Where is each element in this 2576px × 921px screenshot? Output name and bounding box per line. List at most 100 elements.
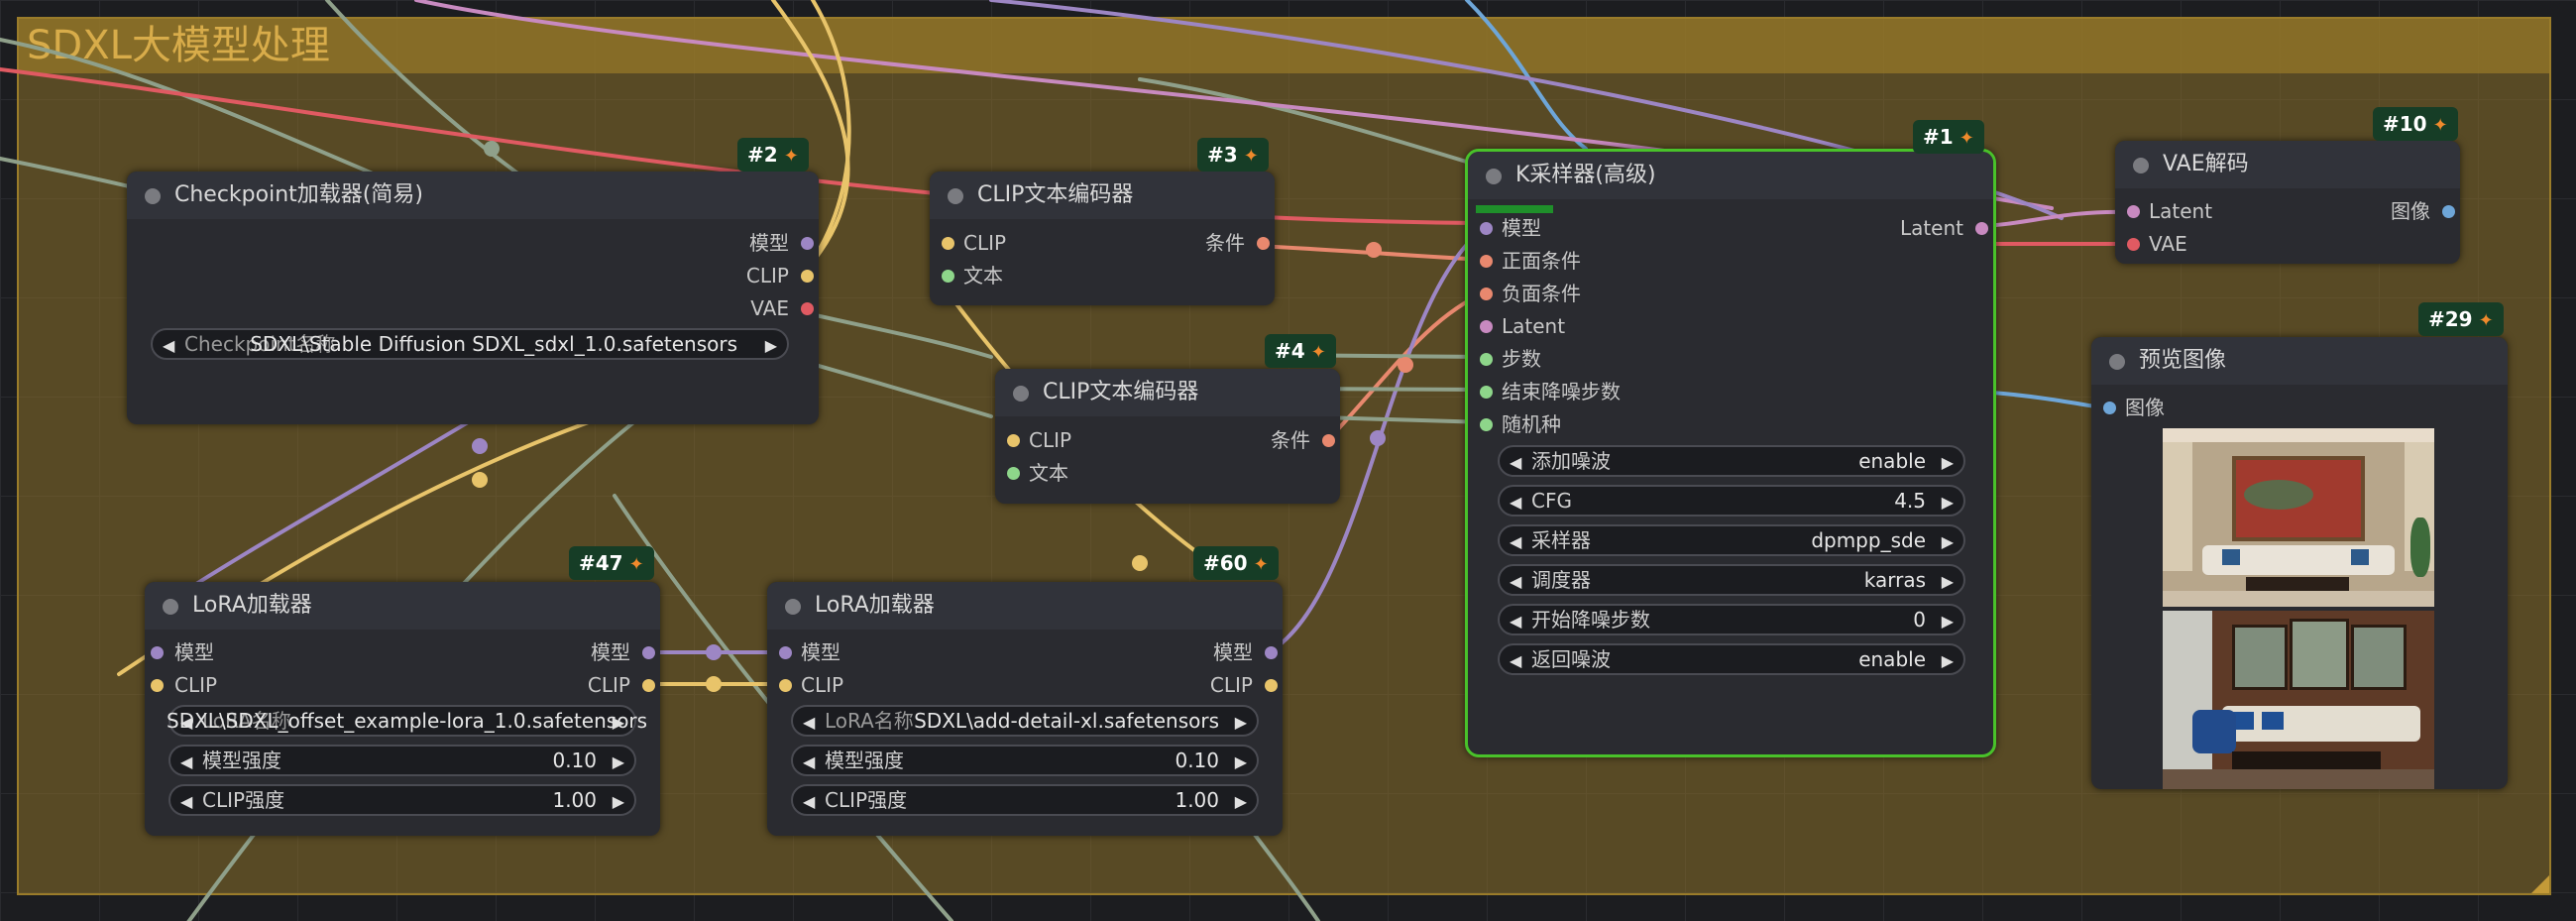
input-clip[interactable]: CLIP — [930, 228, 1006, 258]
input-model[interactable]: 模型 — [1468, 213, 1541, 243]
slot-dot-icon[interactable] — [2127, 238, 2140, 251]
node-header[interactable]: K采样器(高级) — [1468, 152, 1993, 199]
triangle-left-icon[interactable]: ◀ — [803, 792, 816, 811]
slot-dot-icon[interactable] — [1975, 222, 1988, 235]
slot-dot-icon[interactable] — [801, 302, 814, 315]
ksampler-advanced-node[interactable]: K采样器(高级) 模型 正面条件 负面条件 Latent 步数 结束降噪步数 随… — [1465, 149, 1996, 757]
slot-dot-icon[interactable] — [801, 270, 814, 283]
triangle-right-icon[interactable]: ▶ — [612, 713, 624, 732]
preview-image-2[interactable] — [2163, 611, 2434, 789]
slot-dot-icon[interactable] — [1007, 434, 1020, 447]
node-header[interactable]: CLIP文本编码器 — [995, 369, 1340, 416]
collapse-dot-icon[interactable] — [2109, 354, 2125, 370]
collapse-dot-icon[interactable] — [1013, 386, 1029, 402]
clip-strength-widget[interactable]: ◀ CLIP强度 1.00 ▶ — [791, 784, 1259, 816]
collapse-dot-icon[interactable] — [785, 599, 801, 615]
triangle-right-icon[interactable]: ▶ — [612, 752, 624, 771]
collapse-dot-icon[interactable] — [1486, 169, 1502, 184]
lora-loader-node-47[interactable]: LoRA加载器 模型 CLIP 模型 CLIP ◀ LoRA名称 SDXL\SD… — [145, 582, 660, 836]
model-strength-widget[interactable]: ◀ 模型强度 0.10 ▶ — [168, 745, 636, 776]
slot-dot-icon[interactable] — [642, 679, 655, 692]
slot-dot-icon[interactable] — [942, 237, 954, 250]
slot-dot-icon[interactable] — [1480, 255, 1493, 268]
input-latent[interactable]: Latent — [2115, 196, 2212, 226]
triangle-left-icon[interactable]: ◀ — [1510, 493, 1522, 512]
input-end-step[interactable]: 结束降噪步数 — [1468, 377, 1621, 406]
clip-strength-widget[interactable]: ◀ CLIP强度 1.00 ▶ — [168, 784, 636, 816]
triangle-left-icon[interactable]: ◀ — [1510, 651, 1522, 670]
node-header[interactable]: CLIP文本编码器 — [930, 172, 1275, 219]
clip-text-encoder-node-1[interactable]: CLIP文本编码器 CLIP 文本 条件 — [930, 172, 1275, 305]
collapse-dot-icon[interactable] — [948, 188, 963, 204]
input-model[interactable]: 模型 — [767, 637, 840, 667]
triangle-right-icon[interactable]: ▶ — [1234, 713, 1247, 732]
triangle-right-icon[interactable]: ▶ — [764, 336, 777, 355]
input-clip[interactable]: CLIP — [767, 670, 843, 700]
triangle-right-icon[interactable]: ▶ — [1941, 493, 1954, 512]
output-clip[interactable]: CLIP — [746, 261, 819, 290]
node-header[interactable]: LoRA加载器 — [767, 582, 1283, 630]
input-clip[interactable]: CLIP — [145, 670, 217, 700]
ckpt-name-combo[interactable]: ◀ Checkpoint名称 SDXL\Stable Diffusion SDX… — [151, 328, 789, 360]
node-header[interactable]: 预览图像 — [2091, 337, 2508, 385]
triangle-left-icon[interactable]: ◀ — [1510, 572, 1522, 591]
triangle-right-icon[interactable]: ▶ — [1941, 453, 1954, 472]
group-resize-handle[interactable] — [2531, 875, 2549, 893]
slot-dot-icon[interactable] — [1480, 353, 1493, 366]
slot-dot-icon[interactable] — [1265, 646, 1278, 659]
node-header[interactable]: Checkpoint加载器(简易) — [127, 172, 819, 219]
triangle-right-icon[interactable]: ▶ — [612, 792, 624, 811]
output-model[interactable]: 模型 — [1213, 637, 1283, 667]
output-model[interactable]: 模型 — [749, 228, 819, 258]
slot-dot-icon[interactable] — [2127, 205, 2140, 218]
triangle-right-icon[interactable]: ▶ — [1234, 792, 1247, 811]
triangle-left-icon[interactable]: ◀ — [180, 713, 193, 732]
lora-name-combo[interactable]: ◀ LoRA名称 SDXL\add-detail-xl.safetensors … — [791, 705, 1259, 737]
slot-dot-icon[interactable] — [1257, 237, 1270, 250]
input-clip[interactable]: CLIP — [995, 425, 1071, 455]
slot-dot-icon[interactable] — [2103, 402, 2116, 414]
triangle-right-icon[interactable]: ▶ — [1941, 651, 1954, 670]
triangle-right-icon[interactable]: ▶ — [1941, 612, 1954, 631]
triangle-left-icon[interactable]: ◀ — [163, 336, 175, 355]
output-model[interactable]: 模型 — [591, 637, 660, 667]
triangle-left-icon[interactable]: ◀ — [803, 752, 816, 771]
input-latent[interactable]: Latent — [1468, 311, 1565, 341]
node-header[interactable]: VAE解码 — [2115, 141, 2460, 188]
output-conditioning[interactable]: 条件 — [1205, 228, 1275, 258]
triangle-left-icon[interactable]: ◀ — [1510, 612, 1522, 631]
triangle-left-icon[interactable]: ◀ — [180, 792, 193, 811]
output-latent[interactable]: Latent — [1900, 213, 1993, 243]
checkpoint-loader-node[interactable]: Checkpoint加载器(简易) 模型 CLIP VAE ◀ Checkpoi… — [127, 172, 819, 424]
output-conditioning[interactable]: 条件 — [1271, 425, 1340, 455]
slot-dot-icon[interactable] — [1480, 418, 1493, 431]
triangle-right-icon[interactable]: ▶ — [1941, 572, 1954, 591]
triangle-right-icon[interactable]: ▶ — [1234, 752, 1247, 771]
triangle-left-icon[interactable]: ◀ — [803, 713, 816, 732]
cfg-widget[interactable]: ◀ CFG 4.5 ▶ — [1498, 485, 1965, 517]
slot-dot-icon[interactable] — [779, 679, 792, 692]
slot-dot-icon[interactable] — [2442, 205, 2455, 218]
slot-dot-icon[interactable] — [1322, 434, 1335, 447]
vae-decode-node[interactable]: VAE解码 Latent VAE 图像 — [2115, 141, 2460, 264]
triangle-left-icon[interactable]: ◀ — [1510, 453, 1522, 472]
start-step-widget[interactable]: ◀ 开始降噪步数 0 ▶ — [1498, 604, 1965, 635]
slot-dot-icon[interactable] — [151, 646, 164, 659]
sampler-widget[interactable]: ◀ 采样器 dpmpp_sde ▶ — [1498, 524, 1965, 556]
node-header[interactable]: LoRA加载器 — [145, 582, 660, 630]
return-noise-widget[interactable]: ◀ 返回噪波 enable ▶ — [1498, 643, 1965, 675]
clip-text-encoder-node-2[interactable]: CLIP文本编码器 CLIP 文本 条件 — [995, 369, 1340, 504]
input-model[interactable]: 模型 — [145, 637, 214, 667]
slot-dot-icon[interactable] — [151, 679, 164, 692]
collapse-dot-icon[interactable] — [2133, 158, 2149, 173]
scheduler-widget[interactable]: ◀ 调度器 karras ▶ — [1498, 564, 1965, 596]
lora-name-combo[interactable]: ◀ LoRA名称 SDXL\SDXL_offset_example-lora_1… — [167, 705, 647, 737]
output-vae[interactable]: VAE — [750, 293, 819, 323]
input-text[interactable]: 文本 — [995, 458, 1068, 488]
collapse-dot-icon[interactable] — [163, 599, 178, 615]
add-noise-widget[interactable]: ◀ 添加噪波 enable ▶ — [1498, 445, 1965, 477]
slot-dot-icon[interactable] — [642, 646, 655, 659]
slot-dot-icon[interactable] — [1265, 679, 1278, 692]
triangle-left-icon[interactable]: ◀ — [180, 752, 193, 771]
